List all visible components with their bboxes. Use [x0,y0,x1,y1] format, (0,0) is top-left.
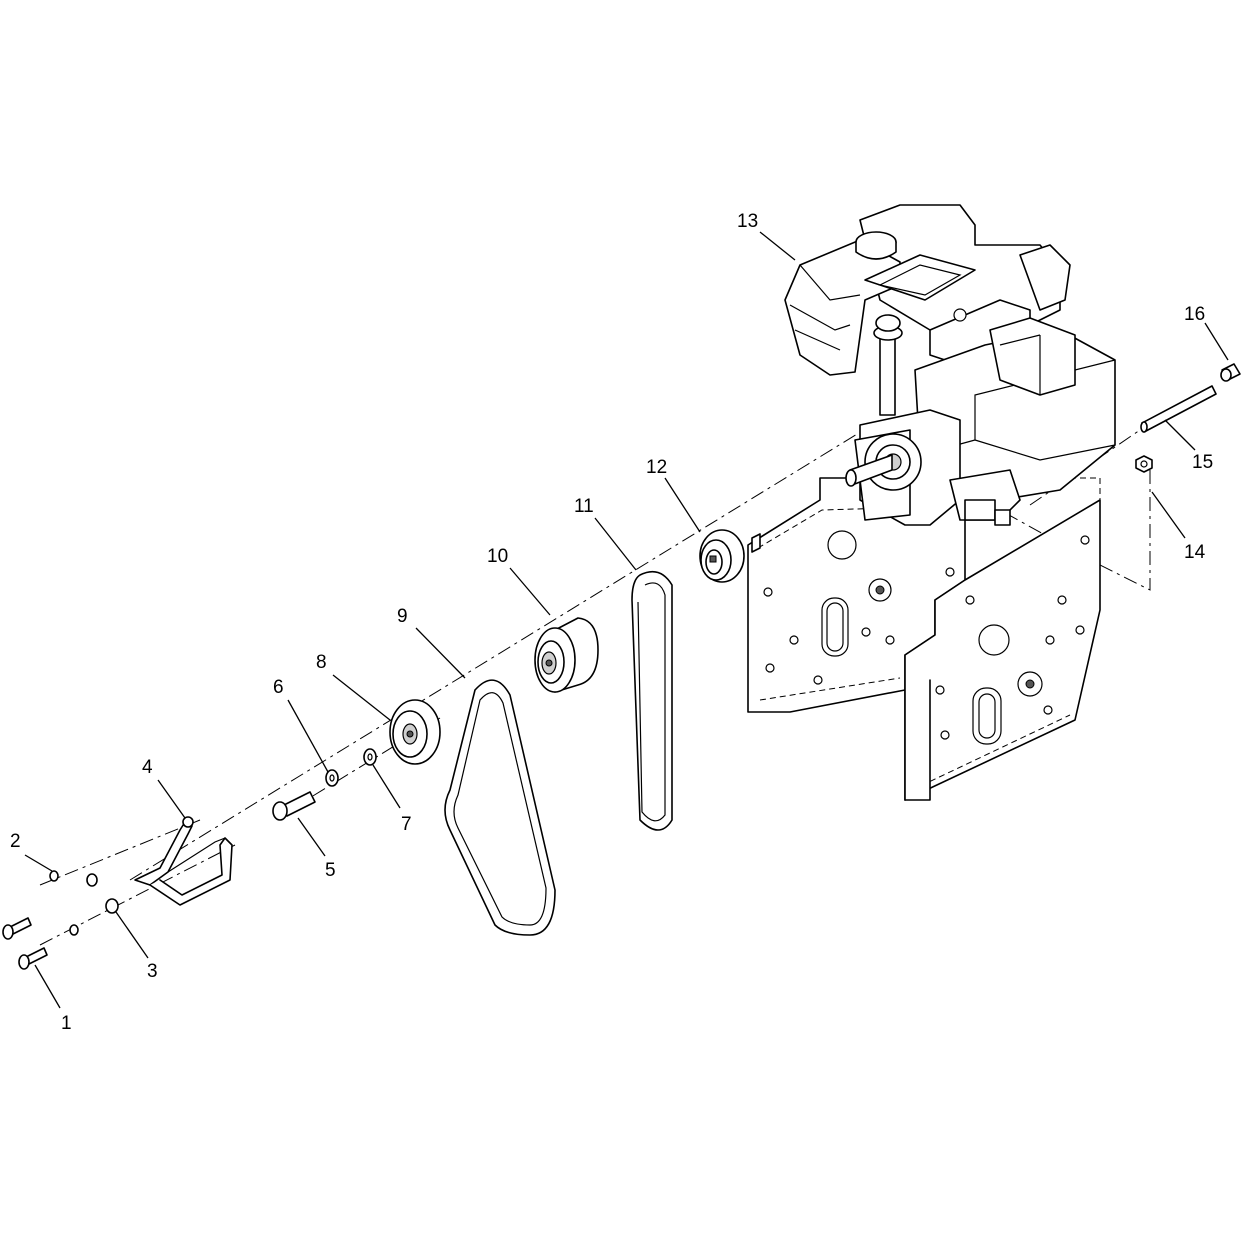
callout-14: 14 [1184,542,1206,563]
drive-pulley [534,617,599,693]
callout-leaders [24,231,1229,1009]
flat-washer-3 [69,873,119,936]
engine-pulley [699,529,745,583]
callout-11: 11 [574,496,594,517]
bushing [1220,363,1241,382]
callout-8: 8 [316,652,327,673]
callout-7: 7 [401,814,412,835]
callout-4: 4 [142,757,153,778]
callout-16: 16 [1184,304,1205,325]
callout-6: 6 [273,677,284,698]
drive-belt-small [631,570,673,831]
callout-numbers: 1 2 3 4 5 6 7 8 9 10 11 12 13 14 15 16 [10,211,1213,1034]
hex-nut [1135,455,1153,473]
callout-3: 3 [147,961,158,982]
flat-washer-7 [363,748,377,766]
callout-13: 13 [737,211,758,232]
lock-washer-6 [325,769,339,787]
engine [784,204,1116,526]
callout-5: 5 [325,860,336,881]
callout-10: 10 [487,546,508,567]
callout-2: 2 [10,831,21,852]
callout-15: 15 [1192,452,1213,473]
spacer-rod [1140,385,1217,433]
shoulder-bolt [272,791,316,821]
callout-9: 9 [397,606,408,627]
belt-guide-bracket [134,816,233,906]
lock-washer-2 [49,870,59,882]
idler-pulley [389,699,441,765]
drive-belt-large [444,679,556,936]
callout-12: 12 [646,457,667,478]
frame-side-plates [747,477,1101,801]
hex-bolts [2,917,48,970]
callout-1: 1 [61,1013,72,1034]
